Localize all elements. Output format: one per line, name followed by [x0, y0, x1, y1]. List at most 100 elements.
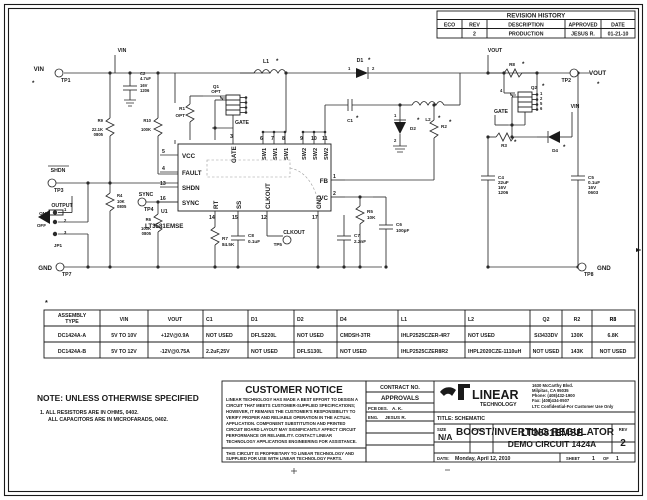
- component-q2: Q2 * 4 1 2 5 6 GATE: [494, 73, 545, 137]
- asm-col-c1: C1: [206, 317, 213, 323]
- rev-col-description: DESCRIPTION: [508, 23, 544, 29]
- c1-label: C1: [347, 118, 353, 123]
- c2-line3: 1206: [140, 88, 150, 93]
- rev-row0-approved: JESUS R.: [571, 32, 595, 38]
- component-l1: L1 *: [240, 58, 356, 132]
- component-r2: R2 *: [345, 103, 452, 181]
- u1-pin8-name: SW1: [284, 148, 290, 160]
- svg-text:*: *: [368, 57, 371, 64]
- ic-u1: 5 VCC 4 FAULT 13 SHDN 16 SYNC 3 GATE 6 S…: [145, 130, 345, 269]
- c2-line2: 16V: [140, 83, 148, 88]
- component-r9: R9 22.1K 0805: [92, 71, 115, 193]
- u1-pin12-name: CLKOUT: [265, 183, 272, 209]
- cn-line-4: APPLICATION. COMPONENT SUBSTITUTION AND …: [226, 421, 345, 426]
- port-label-vin: VIN: [34, 66, 45, 73]
- r1-line1: OPT: [176, 113, 186, 118]
- approvals-label: APPROVALS: [381, 395, 419, 402]
- u1-pin10-name: SW2: [313, 148, 319, 160]
- tp8-label: TP8: [584, 272, 594, 278]
- component-c1: C1 *: [324, 99, 400, 132]
- component-d1: D1 * 1 2: [348, 57, 460, 79]
- r3-label: R3: [501, 143, 507, 148]
- size-label: SIZE: [437, 427, 447, 432]
- svg-text:5: 5: [540, 101, 543, 106]
- u1-pin3-name: GATE: [231, 146, 238, 163]
- svg-text:*: *: [32, 80, 35, 87]
- asm-r1-d1: NOT USED: [251, 349, 278, 355]
- asm-col-d4: D4: [340, 317, 347, 323]
- c2-line1: 4.7uF: [140, 76, 151, 81]
- svg-text:6: 6: [540, 106, 543, 111]
- cn-line-0: LINEAR TECHNOLOGY HAS MADE A BEST EFFORT…: [226, 397, 358, 402]
- ic-part: LT3581EMSE: [521, 428, 583, 439]
- asm-r1-d2: DFLS130L: [297, 349, 323, 355]
- revision-history-title: REVISION HISTORY: [507, 13, 566, 20]
- tp5-label: TP5: [274, 242, 283, 247]
- l2-label: L2: [425, 117, 431, 122]
- asm-r0-d2: NOT USED: [297, 333, 324, 339]
- svg-text:2: 2: [540, 96, 543, 101]
- revision-history-table: REVISION HISTORY ECO REV DESCRIPTION APP…: [436, 10, 636, 39]
- u1-pin15-num: 15: [232, 215, 238, 221]
- port-label-gnd-left: GND: [38, 265, 52, 272]
- component-r4: R4 10K 0805: [105, 181, 127, 267]
- u1-pin9-name: SW2: [302, 148, 308, 160]
- asm-col-d1: D1: [251, 317, 258, 323]
- u1-pin5-name: VCC: [182, 153, 196, 160]
- r4-line2: 0805: [117, 204, 127, 209]
- asm-col-r3: R3: [610, 317, 617, 323]
- u1-pin1-name: FB: [320, 178, 329, 185]
- addr-line-1: Milpitas, CA 95035: [532, 388, 569, 393]
- u1-pin5-num: 5: [162, 149, 165, 155]
- gate-label-left: GATE: [235, 120, 250, 126]
- component-r6: R6 100K 0805: [141, 200, 163, 267]
- asm-col-l1: L1: [401, 317, 407, 323]
- cn-line-6: PERFORMANCE OR RELIABILITY. CONTACT LINE…: [226, 433, 332, 438]
- u1-pin14-name: RT: [213, 201, 220, 209]
- asm-r0-q2: Si3433DV: [534, 333, 558, 339]
- cn-footer-0: THIS CIRCUIT IS PROPRIETARY TO LINEAR TE…: [226, 451, 354, 456]
- c8-line1: 0.1uF: [248, 239, 260, 244]
- clkout-testpoint[interactable]: CLKOUT TP5: [266, 227, 306, 247]
- svg-text:1: 1: [540, 91, 543, 96]
- logo-company-name: LINEAR: [472, 388, 519, 402]
- asm-r1-d4: NOT USED: [340, 349, 367, 355]
- asm-r1-r2: 143K: [571, 349, 584, 355]
- port-vin-tp1[interactable]: VIN TP1 *: [32, 66, 71, 87]
- u1-pin13-name: SHDN: [182, 185, 200, 192]
- svg-text:*: *: [514, 139, 517, 146]
- port-gnd-tp8[interactable]: GND TP8: [577, 262, 611, 278]
- customer-notice-heading: CUSTOMER NOTICE: [245, 385, 343, 396]
- u1-pin8-num: 8: [282, 136, 285, 142]
- c5-line0: C5: [588, 175, 594, 180]
- r5-line1: 10K: [367, 215, 376, 220]
- asm-r0-d1: DFLS220L: [251, 333, 277, 339]
- u1-pin6-num: 6: [260, 136, 263, 142]
- port-gnd-tp7[interactable]: GND TP7: [38, 262, 72, 278]
- tp1-label: TP1: [61, 78, 71, 84]
- r6-line0: R6: [146, 217, 152, 222]
- logo-company-sub: TECHNOLOGY: [480, 402, 517, 408]
- cn-line-5: CIRCUIT BOARD LAYOUT MAY SIGNIFICANTLY A…: [226, 427, 356, 432]
- component-r8: R8 *: [488, 61, 539, 78]
- u1-pin9-num: 9: [300, 136, 303, 142]
- u1-pin3-num: 3: [230, 134, 233, 140]
- r6-line1: 100K: [141, 226, 151, 231]
- c4-line0: C4: [498, 175, 504, 180]
- c4-line1: 22uF: [498, 180, 509, 185]
- port-vout-tp2[interactable]: VOUT TP2 *: [561, 68, 606, 88]
- asm-r0-d4: CMDSH-3TR: [340, 333, 371, 339]
- shdn-testpoint[interactable]: SHDN TP3: [47, 165, 178, 194]
- rev-row0-description: PRODUCTION: [509, 32, 544, 38]
- tp4-label: TP4: [144, 207, 154, 213]
- u1-pin1-num: 1: [333, 174, 336, 180]
- svg-text:*: *: [356, 115, 359, 122]
- jumper-jp1[interactable]: OUTPUT ON OFF 1 2 3 JP1: [37, 181, 90, 267]
- c2-line0: C2: [140, 71, 146, 76]
- svg-text:2: 2: [372, 66, 375, 71]
- demo-circuit: DEMO CIRCUIT 1424A: [508, 439, 596, 449]
- asm-r1-vin: 5V TO 12V: [111, 349, 137, 355]
- contract-no-label: CONTRACT NO.: [380, 385, 420, 391]
- rev-col-date: DATE: [611, 23, 625, 29]
- jp1-off-label: OFF: [37, 223, 46, 228]
